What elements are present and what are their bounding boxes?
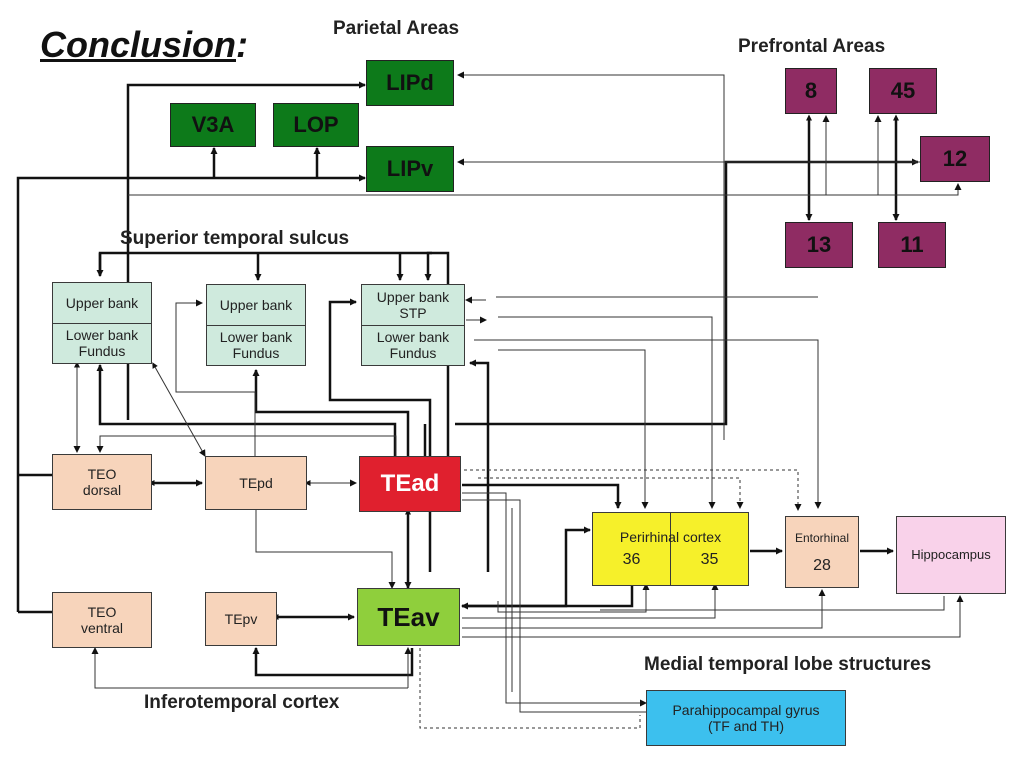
area-teav: TEav (357, 588, 460, 646)
area-13: 13 (785, 222, 853, 268)
area-parahippocampal: Parahippocampal gyrus (TF and TH) (646, 690, 846, 746)
perirhinal-36: 36 (593, 513, 671, 585)
sts-lower-bank: Lower bank Fundus (376, 329, 450, 362)
area-tepd: TEpd (205, 456, 307, 510)
sts-box-3: Upper bank STP Lower bank Fundus (361, 284, 465, 366)
parietal-areas-label: Parietal Areas (333, 18, 460, 39)
area-tead: TEad (359, 456, 461, 512)
area-v3a: V3A (170, 103, 256, 147)
sts-lower-bank: Lower bank Fundus (219, 329, 293, 362)
area-12: 12 (920, 136, 990, 182)
area-tepv: TEpv (205, 592, 277, 646)
perirhinal-35: 35 (700, 551, 719, 568)
inferotemporal-cortex-label: Inferotemporal cortex (144, 692, 340, 713)
area-8: 8 (785, 68, 837, 114)
medial-temporal-lobe-label: Medial temporal lobe structures (644, 654, 932, 675)
slide-title: Conclusion: (40, 24, 248, 65)
sts-upper-bank: Upper bank STP (362, 285, 464, 326)
sts-box-2: Upper bank Lower bank Fundus (206, 284, 306, 366)
sts-lower-bank: Lower bank Fundus (65, 327, 139, 360)
area-entorhinal: Entorhinal 28 (785, 516, 859, 588)
superior-temporal-sulcus-label: Superior temporal sulcus (120, 228, 350, 249)
area-teo-dorsal: TEO dorsal (52, 454, 152, 510)
area-lop: LOP (273, 103, 359, 147)
perirhinal-split: 36 35 (593, 513, 748, 585)
area-teo-ventral: TEO ventral (52, 592, 152, 648)
area-lipv: LIPv (366, 146, 454, 192)
area-hippocampus: Hippocampus (896, 516, 1006, 594)
area-perirhinal: 36 35 Perirhinal cortex (592, 512, 749, 586)
sts-upper-bank: Upper bank (207, 285, 305, 326)
perirhinal-label: Perirhinal cortex (619, 529, 722, 545)
area-45: 45 (869, 68, 937, 114)
sts-upper-bank: Upper bank (53, 283, 151, 324)
area-11: 11 (878, 222, 946, 268)
area-lipd: LIPd (366, 60, 454, 106)
sts-box-1: Upper bank Lower bank Fundus (52, 282, 152, 364)
prefrontal-areas-label: Prefrontal Areas (738, 36, 886, 57)
